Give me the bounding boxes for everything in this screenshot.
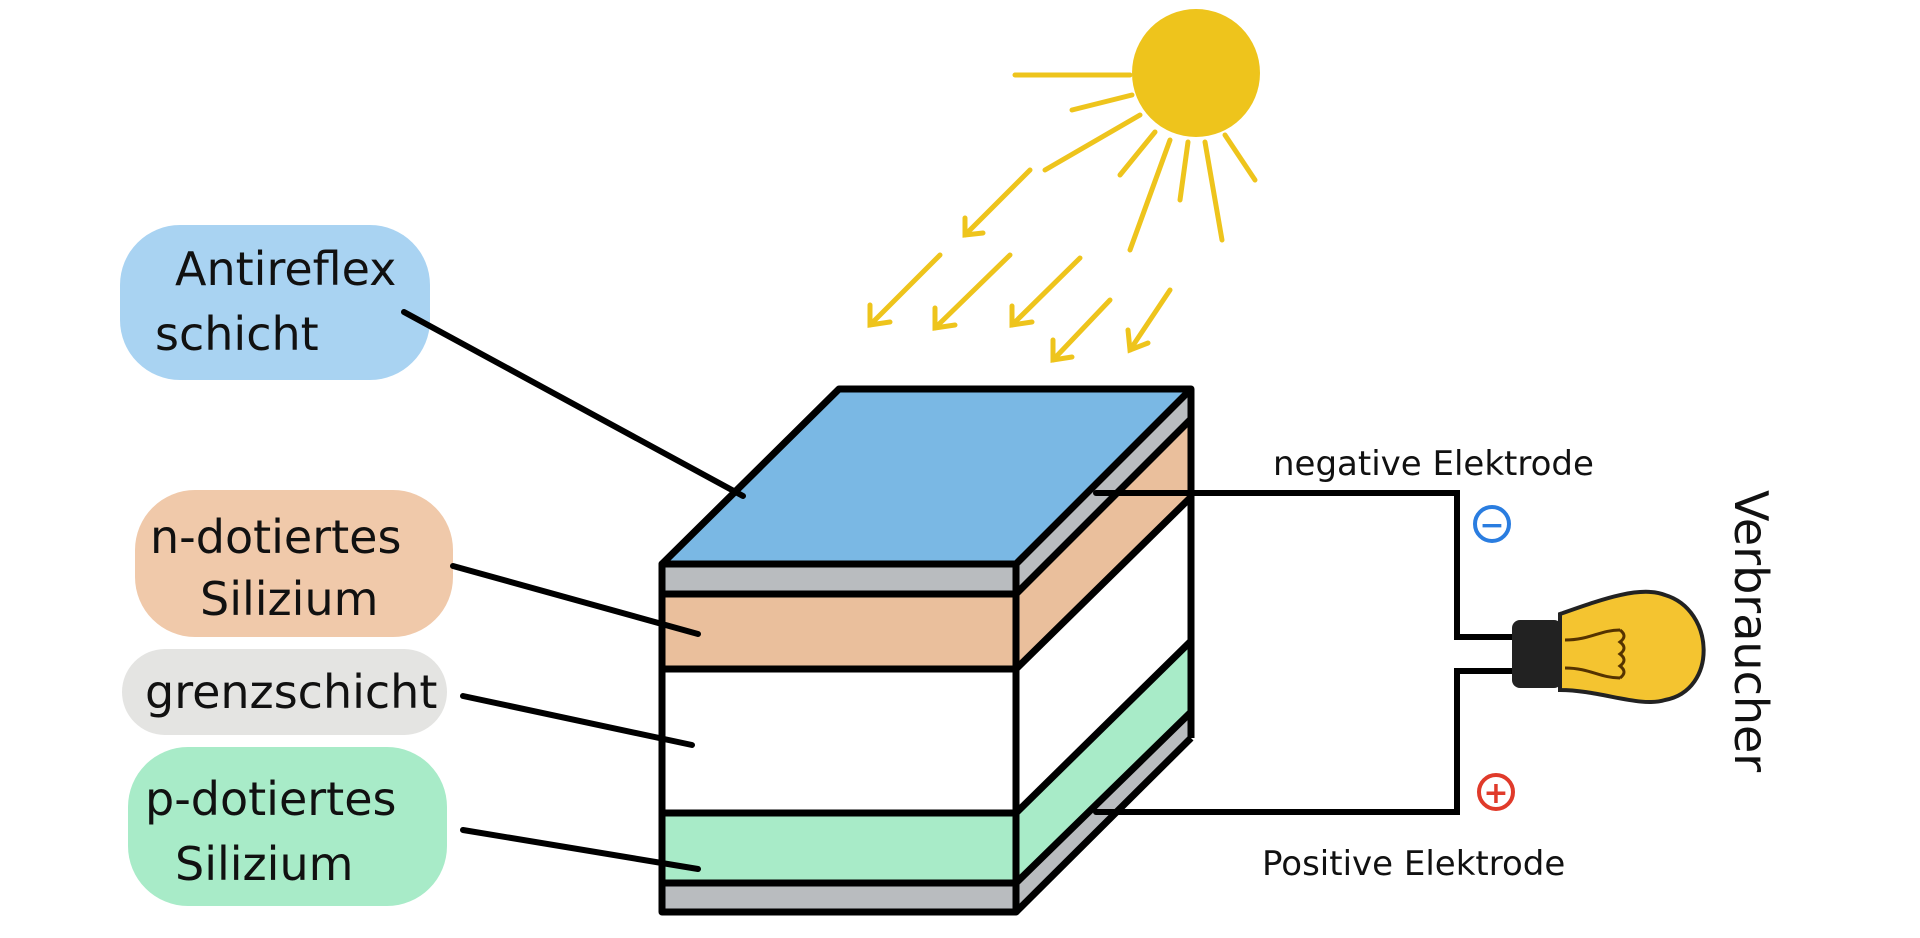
- consumer-label: Verbraucher: [1724, 490, 1778, 772]
- svg-text:Antireflex: Antireflex: [175, 242, 396, 296]
- plus-icon: +: [1477, 773, 1515, 811]
- sun-icon: [1012, 9, 1260, 253]
- svg-text:n-dotiertes: n-dotiertes: [150, 510, 401, 564]
- svg-text:−: −: [1479, 508, 1504, 543]
- svg-text:p-dotiertes: p-dotiertes: [145, 772, 396, 826]
- arrow-icon: [932, 252, 1013, 331]
- negative-electrode-label: negative Elektrode: [1273, 444, 1594, 484]
- svg-text:Silizium: Silizium: [200, 572, 378, 626]
- arrow-icon: [962, 167, 1033, 238]
- light-bulb-icon: [1512, 589, 1706, 705]
- svg-text:+: +: [1483, 776, 1508, 811]
- svg-text:Silizium: Silizium: [175, 837, 353, 891]
- arrow-icon: [867, 252, 943, 328]
- svg-text:grenzschicht: grenzschicht: [145, 665, 437, 719]
- arrow-icon: [1125, 287, 1173, 354]
- positive-electrode-label: Positive Elektrode: [1262, 844, 1565, 884]
- label-grenzschicht: grenzschicht: [122, 649, 695, 748]
- circuit-wires: [1093, 490, 1523, 815]
- svg-text:schicht: schicht: [155, 307, 319, 361]
- arrow-icon: [1009, 255, 1083, 328]
- label-antireflex: Antireflex schicht: [120, 225, 746, 499]
- label-n-doped-silicon: n-dotiertes Silizium: [135, 490, 701, 637]
- arrow-icon: [1050, 297, 1113, 363]
- minus-icon: −: [1473, 505, 1511, 543]
- light-ray-arrows: [867, 167, 1173, 363]
- label-p-doped-silicon: p-dotiertes Silizium: [128, 747, 701, 906]
- solar-cell-block: [658, 385, 1195, 935]
